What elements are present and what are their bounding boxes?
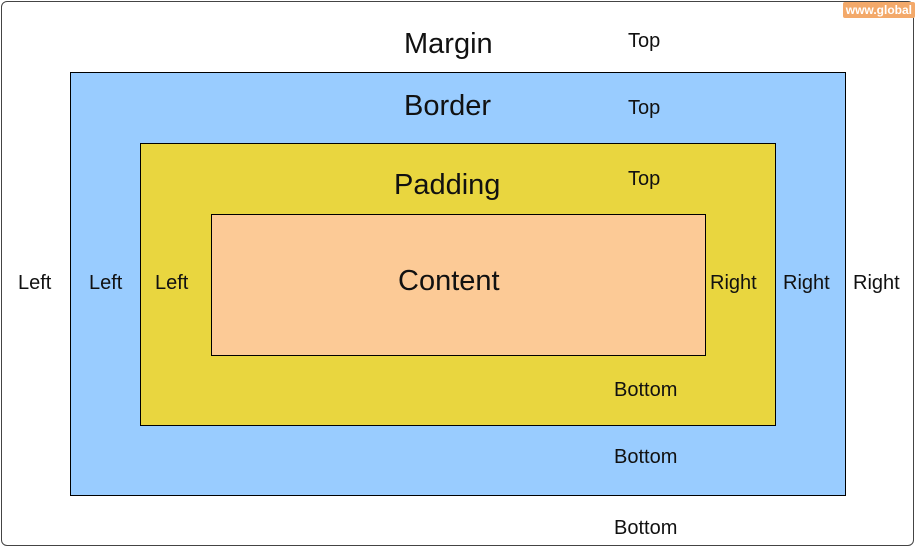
border-title: Border (404, 90, 492, 122)
watermark: www.global (842, 2, 915, 18)
padding-bottom-label: Bottom (614, 379, 678, 401)
padding-top-label: Top (628, 168, 661, 190)
margin-left-label: Left (18, 272, 52, 294)
border-bottom-label: Bottom (614, 446, 678, 468)
padding-right-label: Right (710, 272, 757, 294)
margin-title: Margin (404, 28, 493, 60)
content-area (211, 214, 706, 356)
padding-left-label: Left (155, 272, 189, 294)
border-left-label: Left (89, 272, 123, 294)
padding-title: Padding (394, 169, 501, 201)
border-right-label: Right (783, 272, 830, 294)
margin-top-label: Top (628, 30, 661, 52)
margin-right-label: Right (853, 272, 900, 294)
content-title: Content (398, 265, 500, 297)
margin-bottom-label: Bottom (614, 517, 678, 539)
border-top-label: Top (628, 97, 661, 119)
